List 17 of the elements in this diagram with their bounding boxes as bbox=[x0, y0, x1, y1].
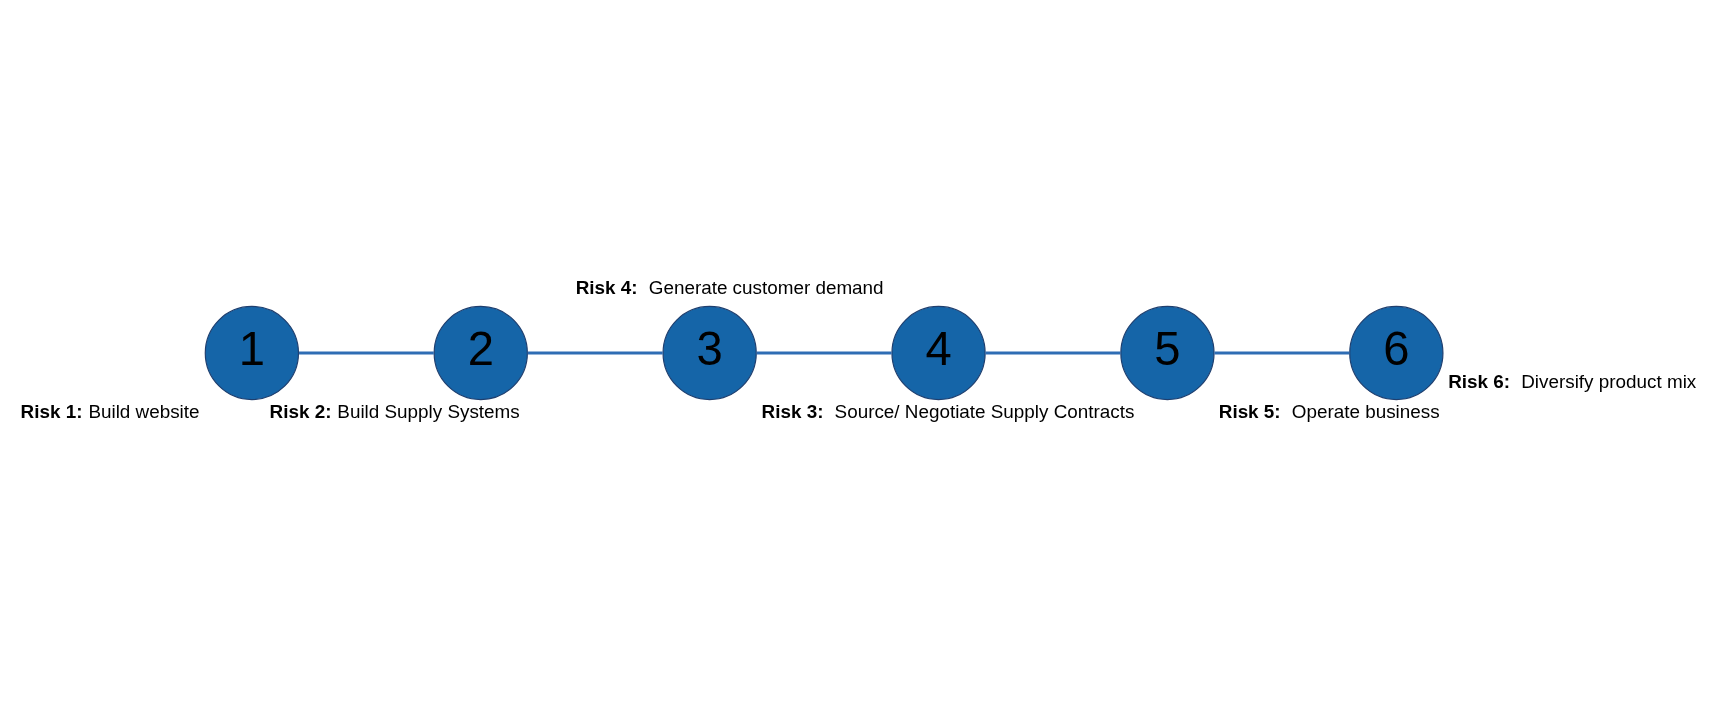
node-circle: 5 bbox=[1120, 305, 1215, 400]
connector bbox=[756, 351, 892, 354]
connector bbox=[1214, 351, 1350, 354]
node-circle: 6 bbox=[1349, 305, 1444, 400]
connector bbox=[527, 351, 663, 354]
node-label: Risk 6: Diversify product mix bbox=[1448, 370, 1697, 392]
node-label: Risk 5: Operate business bbox=[1218, 400, 1440, 422]
node-label: Risk 1: Build website bbox=[20, 400, 200, 422]
connector bbox=[298, 351, 434, 354]
node-label: Risk 2: Build Supply Systems bbox=[269, 400, 520, 422]
node-circle: 4 bbox=[891, 305, 986, 400]
node-circle: 3 bbox=[662, 305, 757, 400]
node-circle: 1 bbox=[204, 305, 300, 400]
connector bbox=[985, 351, 1121, 354]
node-circle: 2 bbox=[433, 305, 528, 400]
node-label: Risk 4: Generate customer demand bbox=[575, 276, 884, 298]
node-label: Risk 3: Source/ Negotiate Supply Contracts bbox=[761, 400, 1135, 422]
